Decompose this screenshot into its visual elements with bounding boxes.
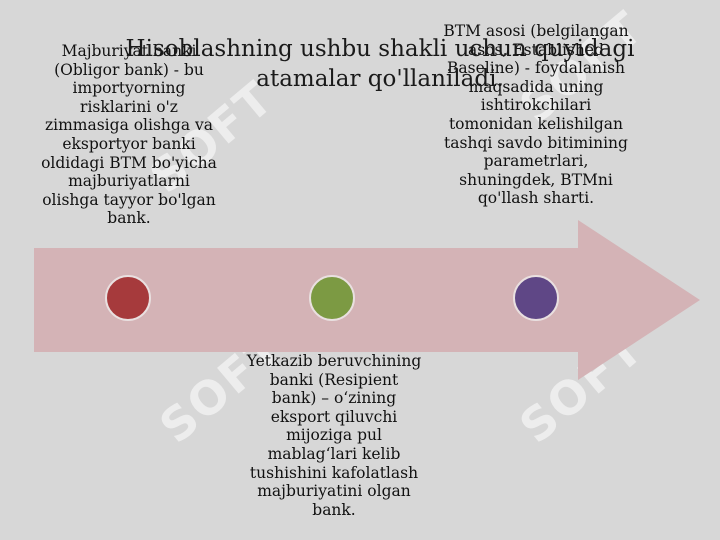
timeline-arrow [34, 220, 700, 380]
timeline-dot-purple [513, 275, 559, 321]
timeline-dot-red [105, 275, 151, 321]
obligor-bank-text: Majburiyat banki (Obligor bank) - bu imp… [41, 42, 217, 228]
slide-title: Hisoblashning ushbu shakli uchun quyidag… [125, 36, 635, 92]
recipient-bank-text: Yetkazib beruvchining banki (Resipient b… [246, 352, 422, 519]
established-baseline-text: BTM asosi (belgilangan asos, Established… [443, 22, 629, 208]
timeline-dot-green [309, 275, 355, 321]
